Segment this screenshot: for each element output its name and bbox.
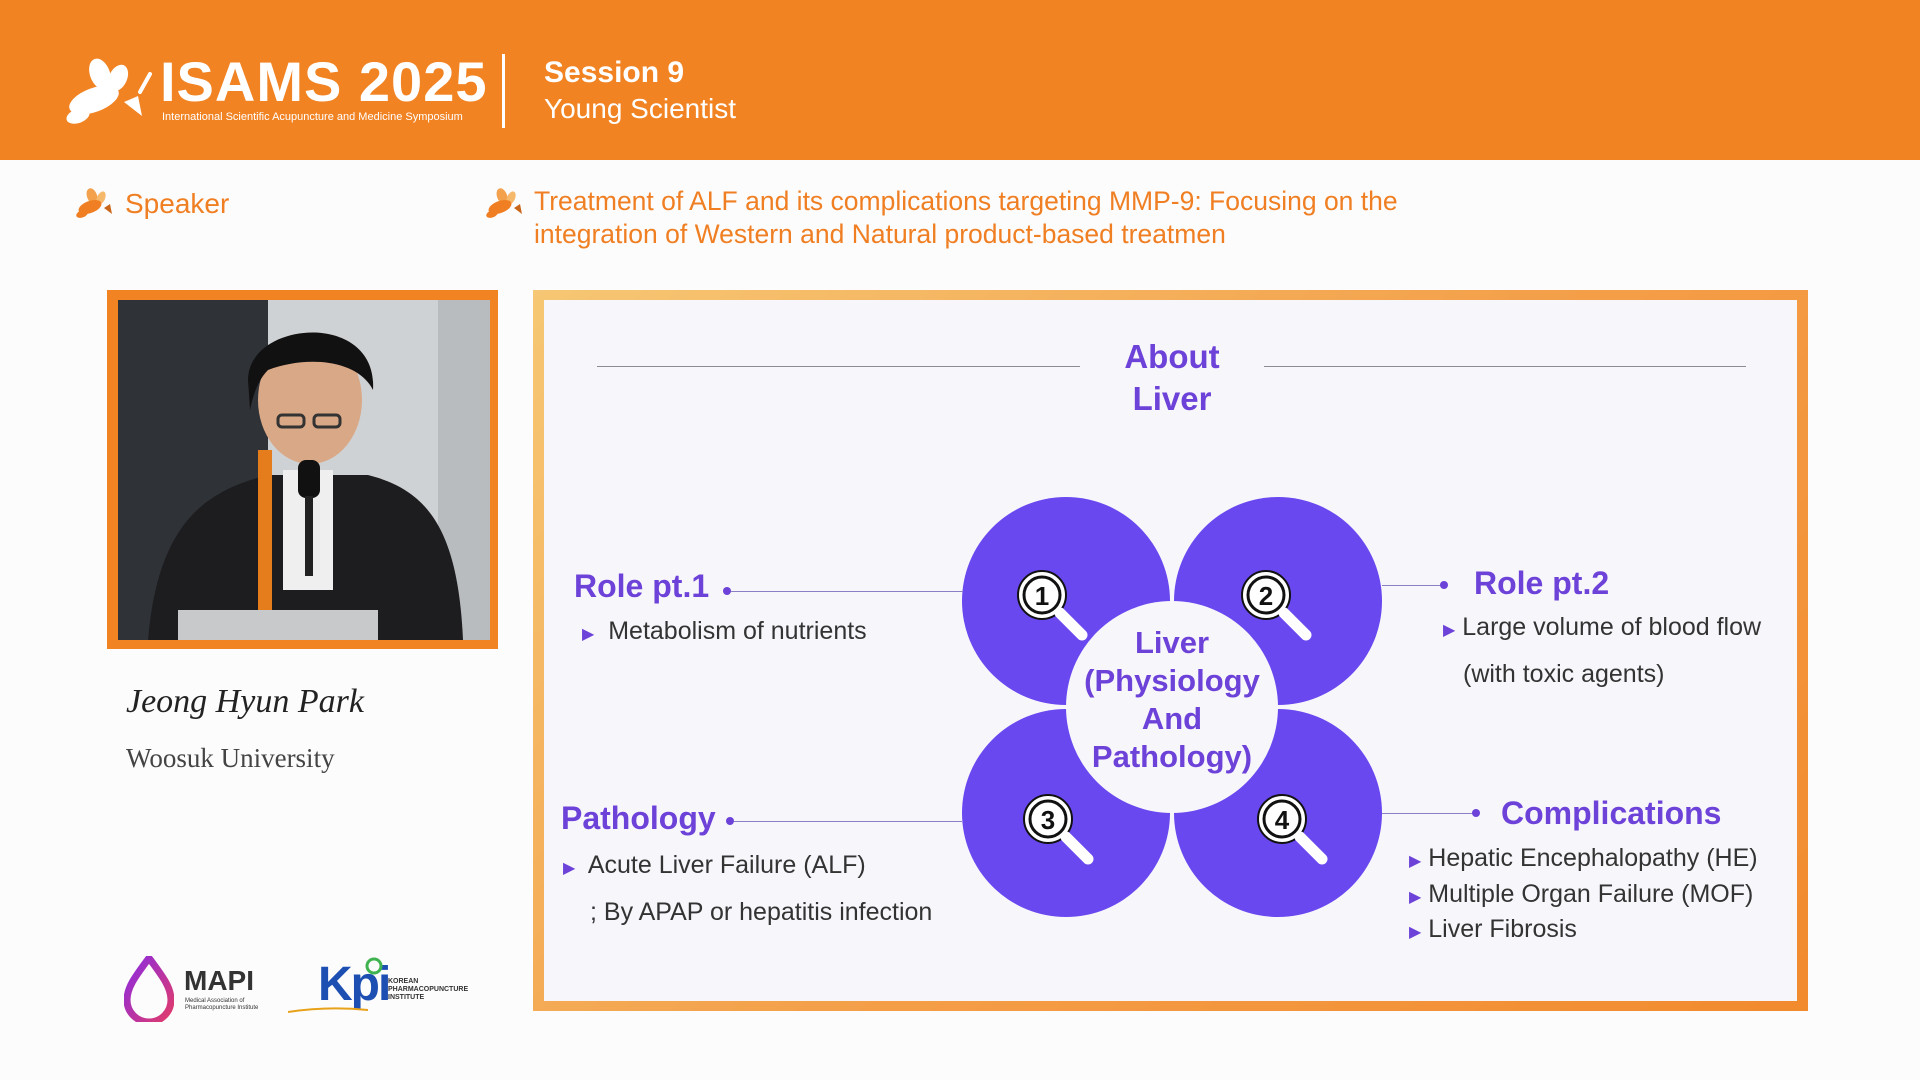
pathology-item: ▶ Acute Liver Failure (ALF) <box>563 850 866 884</box>
role1-title: Role pt.1 <box>574 568 710 604</box>
center-label-line1: Liver <box>1134 625 1210 660</box>
mapi-logo-subtitle: Medical Association of Pharmacopuncture … <box>185 998 259 1011</box>
role2-item: ▶ Large volume of blood flow <box>1443 612 1761 646</box>
bullet-triangle-icon: ▶ <box>1409 853 1422 870</box>
header-divider <box>502 54 505 128</box>
title-rule-left <box>597 366 1080 367</box>
logo-title: ISAMS 2025 <box>160 50 488 113</box>
role2-title: Role pt.2 <box>1474 565 1610 601</box>
center-label-line4: Pathology) <box>1091 739 1253 774</box>
bee-icon <box>486 188 522 218</box>
petal-number-4: 4 <box>1275 805 1290 835</box>
complications-title: Complications <box>1501 795 1722 831</box>
complications-item-text: Multiple Organ Failure (MOF) <box>1428 880 1754 908</box>
speaker-name: Jeong Hyun Park <box>126 683 364 720</box>
slide-title-line2: Liver <box>1132 380 1212 417</box>
pathology-leader-line <box>734 821 962 822</box>
logo-subtitle: International Scientific Acupuncture and… <box>162 111 463 123</box>
role2-item-text: Large volume of blood flow <box>1462 613 1762 641</box>
center-label: Liver (Physiology And Pathology) <box>1070 624 1274 776</box>
complications-item: ▶ Liver Fibrosis <box>1409 914 1577 948</box>
complications-item: ▶ Multiple Organ Failure (MOF) <box>1409 879 1753 913</box>
kpi-logo-text: Kpi <box>318 958 391 1011</box>
bee-icon <box>76 188 112 218</box>
speaker-figure-illustration <box>118 300 490 640</box>
speaker-affiliation: Woosuk University <box>126 743 335 773</box>
role1-leader-line <box>731 591 963 592</box>
session-title: Session 9 <box>544 56 685 89</box>
magnifier-icon-1 <box>1017 570 1088 641</box>
liver-flower-diagram: 1 2 3 4 <box>962 497 1382 917</box>
mapi-logo-text: MAPI <box>184 965 254 996</box>
slide-title-line1: About <box>1124 338 1220 375</box>
bullet-triangle-icon: ▶ <box>563 860 576 877</box>
complications-item-text: Liver Fibrosis <box>1428 915 1577 943</box>
bullet-triangle-icon: ▶ <box>582 626 595 643</box>
talk-title: Treatment of ALF and its complications t… <box>534 186 1398 249</box>
bee-logo-icon <box>66 58 152 124</box>
speaker-video <box>118 300 490 640</box>
center-label-line3: And <box>1141 701 1203 736</box>
pathology-item-text: Acute Liver Failure (ALF) <box>587 851 866 879</box>
center-circle <box>1066 601 1278 813</box>
mapi-drop-icon <box>124 956 174 1022</box>
magnifier-icon-3 <box>1023 794 1094 865</box>
magnifier-icon-2 <box>1241 570 1312 641</box>
complications-item: ▶ Hepatic Encephalopathy (HE) <box>1409 843 1758 877</box>
kpi-logo-subtitle: KOREAN PHARMACOPUNCTURE INSTITUTE <box>388 978 469 1001</box>
pathology-dot <box>726 817 734 825</box>
session-subtitle: Young Scientist <box>544 93 736 124</box>
complications-leader-line <box>1382 813 1476 814</box>
pathology-title: Pathology <box>561 800 716 836</box>
kpi-underline-swoosh <box>288 1007 368 1013</box>
role2-leader-line <box>1382 585 1444 586</box>
role2-dot <box>1440 581 1448 589</box>
bullet-triangle-icon: ▶ <box>1443 622 1456 639</box>
petal-number-1: 1 <box>1035 581 1049 611</box>
petal-number-2: 2 <box>1259 581 1273 611</box>
pathology-item-continuation: ; By APAP or hepatitis infection <box>590 898 933 926</box>
role1-item-text: Metabolism of nutrients <box>608 617 867 645</box>
bullet-triangle-icon: ▶ <box>1409 924 1422 941</box>
complications-dot <box>1472 809 1480 817</box>
petal-number-3: 3 <box>1041 805 1055 835</box>
kpi-leaf-icon <box>365 957 383 975</box>
magnifier-icon-4 <box>1257 794 1328 865</box>
title-rule-right <box>1264 366 1746 367</box>
header-bar <box>0 0 1920 160</box>
speaker-label: Speaker <box>125 188 230 219</box>
slide-title: About Liver <box>1080 336 1264 420</box>
complications-item-text: Hepatic Encephalopathy (HE) <box>1428 844 1758 872</box>
role2-item-continuation: (with toxic agents) <box>1463 660 1665 688</box>
role1-item: ▶ Metabolism of nutrients <box>582 616 867 650</box>
center-label-line2: (Physiology <box>1084 663 1260 698</box>
bullet-triangle-icon: ▶ <box>1409 889 1422 906</box>
role1-dot <box>723 587 731 595</box>
